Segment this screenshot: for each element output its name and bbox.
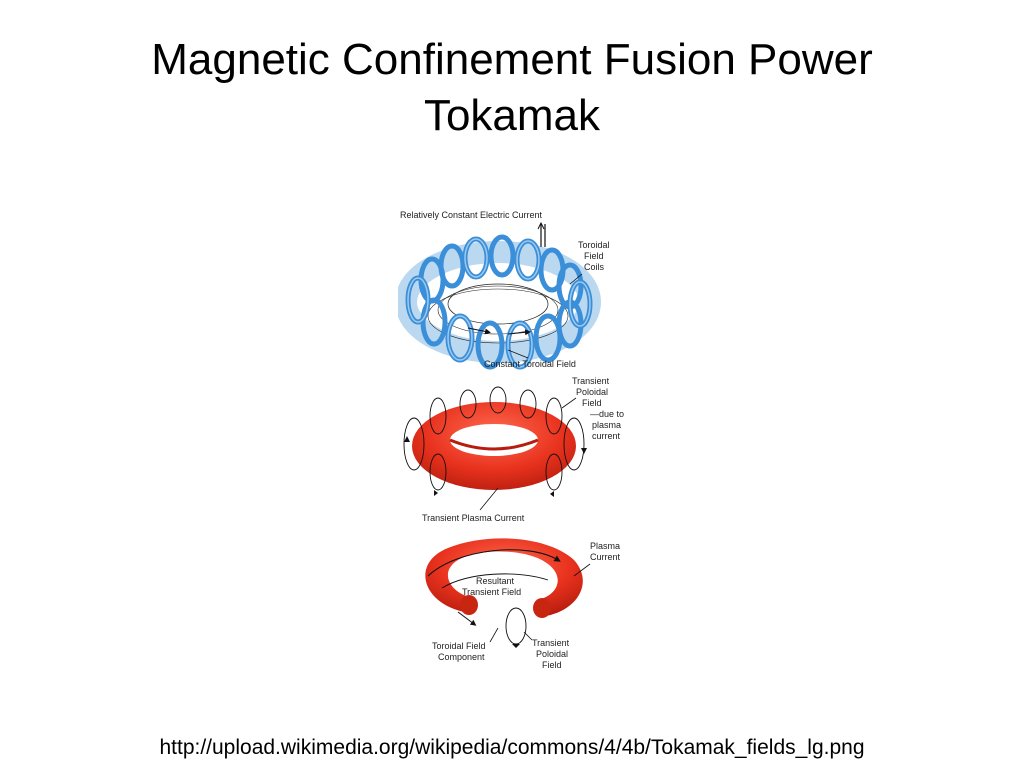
label-transient-plasma-current: Transient Plasma Current [422, 513, 525, 523]
bottom-panel: Plasma Current Resultant Transient Field… [425, 538, 621, 670]
label-electric-current: Relatively Constant Electric Current [400, 210, 543, 220]
label-plasma-2: Current [590, 552, 621, 562]
label-poloidal-1: Transient [572, 376, 610, 386]
current-lead-icon [537, 221, 546, 247]
label-poloidal-6: current [592, 431, 621, 441]
label-resultant-1: Resultant [476, 576, 515, 586]
label-poloidal-b1: Transient [532, 638, 570, 648]
label-poloidal-2: Poloidal [576, 387, 608, 397]
label-toroidal-2: Component [438, 652, 485, 662]
label-resultant-2: Transient Field [462, 587, 521, 597]
title-line-1: Magnetic Confinement Fusion Power [151, 35, 873, 84]
middle-panel: Transient Poloidal Field —due to plasma … [403, 376, 624, 523]
source-url: http://upload.wikimedia.org/wikipedia/co… [159, 736, 865, 759]
plasma-torus-icon [403, 386, 587, 497]
label-coils-2: Field [584, 251, 604, 261]
label-poloidal-b2: Poloidal [536, 649, 568, 659]
title-line-2: Tokamak [423, 91, 601, 140]
label-toroidal-1: Toroidal Field [432, 641, 486, 651]
top-panel: Relatively Constant Electric Current [398, 210, 610, 370]
toroidal-coils-icon [398, 234, 601, 370]
label-coils-3: Coils [584, 262, 605, 272]
label-poloidal-5: plasma [592, 420, 621, 430]
slide-title: Magnetic Confinement Fusion Power Tokama… [0, 32, 1024, 144]
label-plasma-1: Plasma [590, 541, 620, 551]
label-constant-toroidal-field: Constant Toroidal Field [484, 359, 576, 369]
label-poloidal-b3: Field [542, 660, 562, 670]
tokamak-fields-diagram: Relatively Constant Electric Current [398, 192, 642, 674]
label-coils-1: Toroidal [578, 240, 610, 250]
label-poloidal-4: —due to [590, 409, 624, 419]
cutaway-torus-icon [425, 538, 583, 648]
label-poloidal-3: Field [582, 398, 602, 408]
